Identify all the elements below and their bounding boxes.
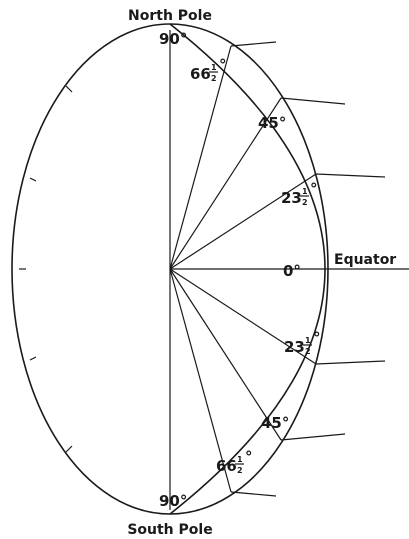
tick xyxy=(29,177,37,182)
frac-degree: ° xyxy=(310,180,318,198)
lat-south-66-half: 66 1 2 ° xyxy=(216,448,253,475)
cut-north-66 xyxy=(230,41,277,47)
cut-north-23 xyxy=(315,173,386,178)
frac-numerator: 1 xyxy=(305,336,311,345)
lat-equator-0: 0° xyxy=(283,262,301,280)
radius-south-45 xyxy=(169,268,282,441)
cut-south-23 xyxy=(315,360,386,365)
lat-south-45: 45° xyxy=(261,414,289,432)
lat-south-66: 66 xyxy=(216,457,237,475)
south-pole-label: South Pole xyxy=(127,522,212,538)
latitude-radii xyxy=(169,45,409,493)
lat-north-23: 23 xyxy=(281,189,302,207)
lat-south-90: 90° xyxy=(159,492,187,510)
equator-label: Equator xyxy=(334,252,396,268)
frac-denominator: 2 xyxy=(211,74,217,83)
lat-south-23: 23 xyxy=(284,338,305,356)
frac-degree: ° xyxy=(245,448,253,466)
graduation-ticks xyxy=(19,85,73,453)
frac-denominator: 2 xyxy=(237,466,243,475)
radius-north-66 xyxy=(169,45,232,270)
lat-north-45: 45° xyxy=(258,114,286,132)
cut-south-66 xyxy=(230,491,277,497)
radius-north-23 xyxy=(169,173,317,270)
cut-south-45 xyxy=(280,433,346,441)
radius-south-66 xyxy=(169,268,232,493)
tick xyxy=(29,356,37,361)
cut-north-45 xyxy=(280,97,346,105)
lat-north-23-half: 23 1 2 ° xyxy=(281,180,318,207)
tick xyxy=(65,445,73,453)
tick xyxy=(65,85,73,93)
latitude-cut-lines xyxy=(230,41,386,497)
radius-south-23 xyxy=(169,268,317,365)
lat-north-66: 66 xyxy=(190,65,211,83)
frac-numerator: 1 xyxy=(211,63,217,72)
lat-north-90: 90° xyxy=(159,30,187,48)
frac-degree: ° xyxy=(219,56,227,74)
frac-numerator: 1 xyxy=(302,187,308,196)
frac-degree: ° xyxy=(313,329,321,347)
frac-numerator: 1 xyxy=(237,455,243,464)
lat-south-23-half: 23 1 2 ° xyxy=(284,329,321,356)
frac-denominator: 2 xyxy=(302,198,308,207)
north-pole-label: North Pole xyxy=(128,8,212,24)
radius-north-45 xyxy=(169,97,282,270)
frac-denominator: 2 xyxy=(305,347,311,356)
lat-north-66-half: 66 1 2 ° xyxy=(190,56,227,83)
